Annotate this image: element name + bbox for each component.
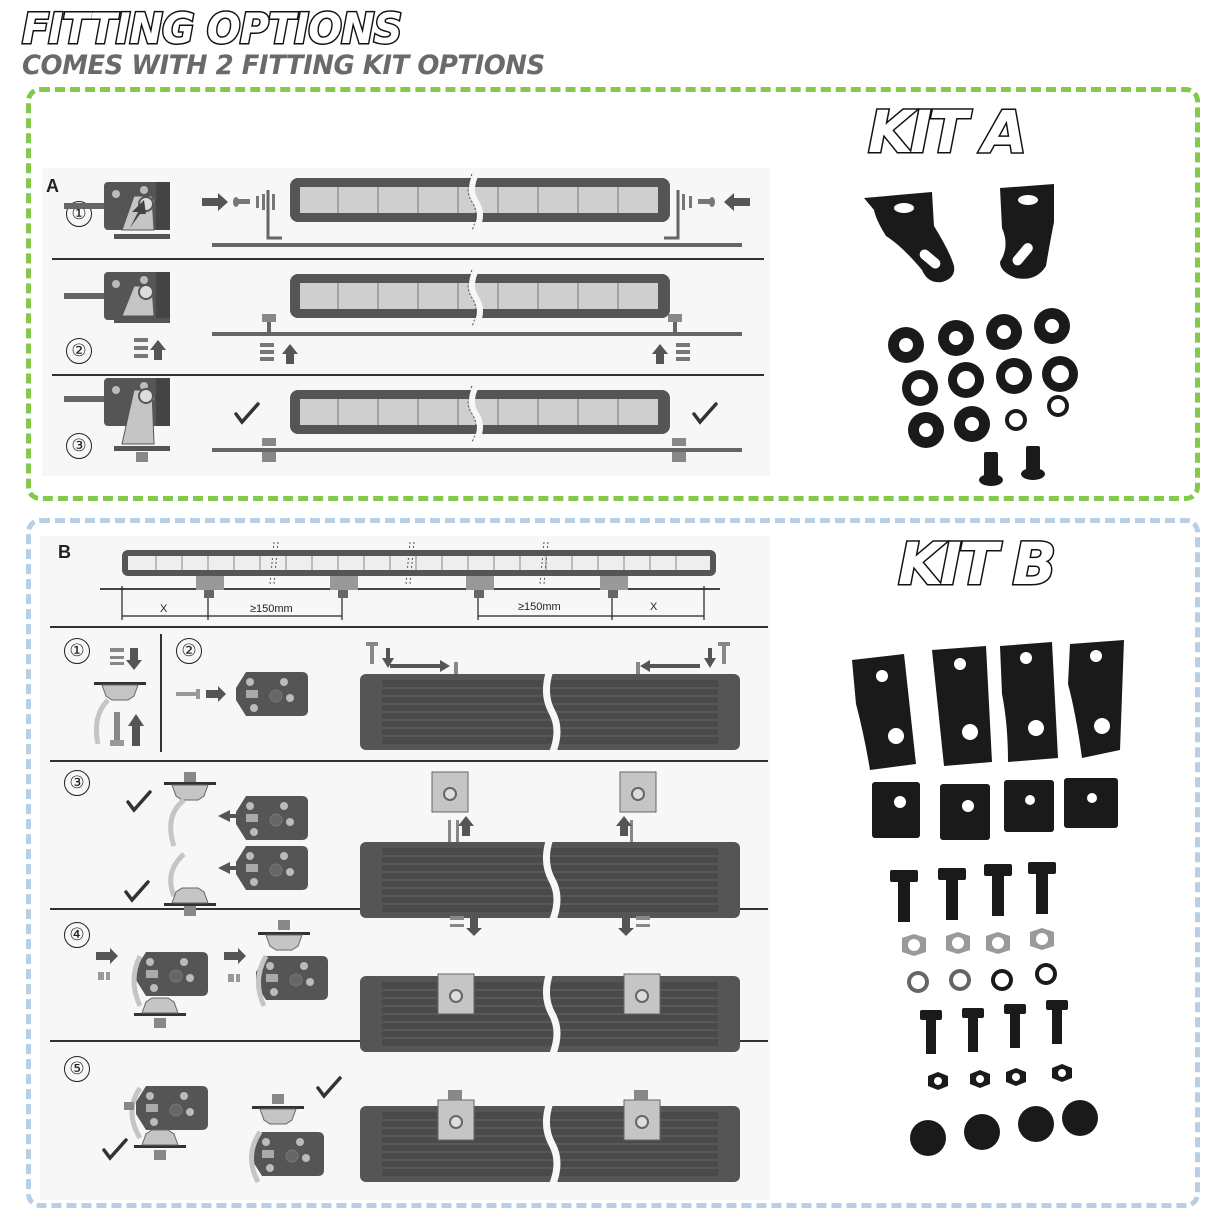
page-subtitle: COMES WITH 2 FITTING KIT OPTIONS bbox=[22, 50, 545, 81]
bracket-icon bbox=[1000, 184, 1054, 279]
dimension-x-right: X bbox=[650, 601, 658, 613]
section-letter-b: B bbox=[58, 542, 71, 562]
kit-b-install-illustration: X ≥150mm ≥150mm X bbox=[93, 541, 770, 1200]
step-number: ③ bbox=[64, 770, 90, 796]
spring-washer-icon bbox=[1005, 395, 1069, 431]
spring-washer-icon bbox=[907, 963, 1057, 993]
flat-washer-icon bbox=[888, 308, 1078, 448]
step-divider-vertical bbox=[160, 634, 162, 752]
kit-a-label: KIT A bbox=[866, 97, 1028, 168]
kit-a-install-illustration bbox=[64, 168, 750, 462]
step-number: ⑤ bbox=[64, 1056, 90, 1082]
kit-a-diagram: A ① ② ③ bbox=[42, 168, 770, 476]
hex-nut-icon bbox=[928, 1064, 1072, 1090]
curved-bracket-icon bbox=[852, 640, 1124, 770]
dimension-min-left: ≥150mm bbox=[250, 603, 293, 615]
page-title: FITTING OPTIONS bbox=[21, 3, 404, 55]
step-divider bbox=[50, 626, 768, 628]
step-number: ③ bbox=[66, 433, 92, 459]
step-number: ④ bbox=[64, 922, 90, 948]
kit-b-diagram: B ① ② ③ ④ ⑤ bbox=[40, 536, 770, 1200]
step-number: ② bbox=[66, 338, 92, 364]
step-divider bbox=[50, 760, 768, 762]
step-number: ① bbox=[64, 638, 90, 664]
button-bolt-icon bbox=[979, 446, 1045, 486]
kit-a-hardware-photo bbox=[864, 184, 1078, 486]
dimension-min-right: ≥150mm bbox=[518, 601, 561, 613]
kit-b-label: KIT B bbox=[897, 529, 1058, 600]
step-divider bbox=[52, 374, 764, 376]
section-letter-a: A bbox=[46, 176, 59, 196]
nylock-nut-icon bbox=[902, 928, 1054, 956]
kit-b-panel bbox=[26, 518, 1200, 1208]
step-number: ② bbox=[176, 638, 202, 664]
rubber-cap-icon bbox=[910, 1100, 1098, 1156]
dimension-x-left: X bbox=[160, 603, 168, 615]
hex-bolt-icon bbox=[890, 862, 1056, 922]
kit-a-panel bbox=[26, 87, 1200, 501]
small-hex-bolt-icon bbox=[920, 1000, 1068, 1054]
kit-b-hardware-photo bbox=[852, 640, 1124, 1156]
clamp-block-icon bbox=[872, 778, 1118, 840]
bracket-icon bbox=[864, 192, 955, 283]
step-divider bbox=[52, 258, 764, 260]
